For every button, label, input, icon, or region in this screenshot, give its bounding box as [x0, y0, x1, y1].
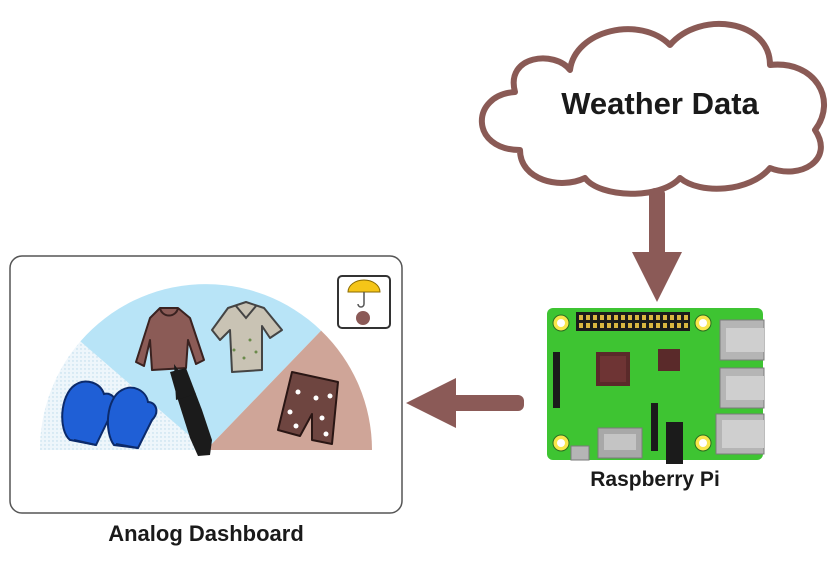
- shorts-icon: [277, 371, 339, 445]
- sweater-icon: [135, 307, 205, 371]
- arrow-down: [632, 188, 682, 302]
- umbrella-icon: [337, 275, 391, 329]
- raspberry-pi-board: [547, 308, 765, 464]
- raspberry-pi-label: Raspberry Pi: [590, 468, 720, 491]
- shirt-icon: [211, 301, 283, 373]
- arrow-left: [406, 378, 524, 428]
- gauge-needle: [170, 364, 212, 456]
- analog-dashboard: [9, 255, 403, 514]
- mittens-icon: [61, 380, 158, 450]
- cloud-label: Weather Data: [561, 86, 759, 121]
- dashboard-label: Analog Dashboard: [108, 521, 304, 546]
